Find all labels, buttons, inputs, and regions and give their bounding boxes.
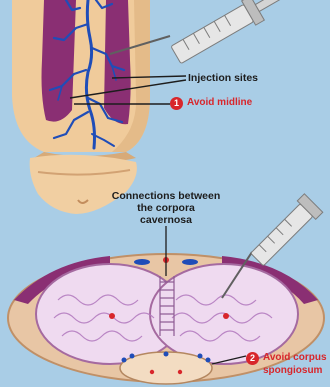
injection-sites-label: Injection sites	[188, 72, 258, 84]
corpus-cavernosum-left	[42, 0, 77, 122]
warning-number-2: 2	[246, 352, 259, 365]
connections-line-3: cavernosa	[108, 214, 224, 226]
warning-number-1: 1	[170, 97, 183, 110]
connections-label: Connections between the corpora cavernos…	[108, 190, 224, 226]
avoid-spongiosum-callout: 2 Avoid corpus spongiosum	[246, 352, 327, 377]
avoid-spongiosum-line-1: Avoid corpus	[263, 352, 327, 363]
shaft-illustration	[12, 0, 150, 214]
avoid-spongiosum-line-2: spongiosum	[246, 365, 327, 377]
avoid-midline-callout: 1 Avoid midline	[170, 97, 252, 110]
corpus-cavernosum-right	[104, 0, 131, 124]
connections-line-1: Connections between	[108, 190, 224, 202]
avoid-midline-label: Avoid midline	[187, 97, 252, 108]
connections-line-2: the corpora	[108, 202, 224, 214]
